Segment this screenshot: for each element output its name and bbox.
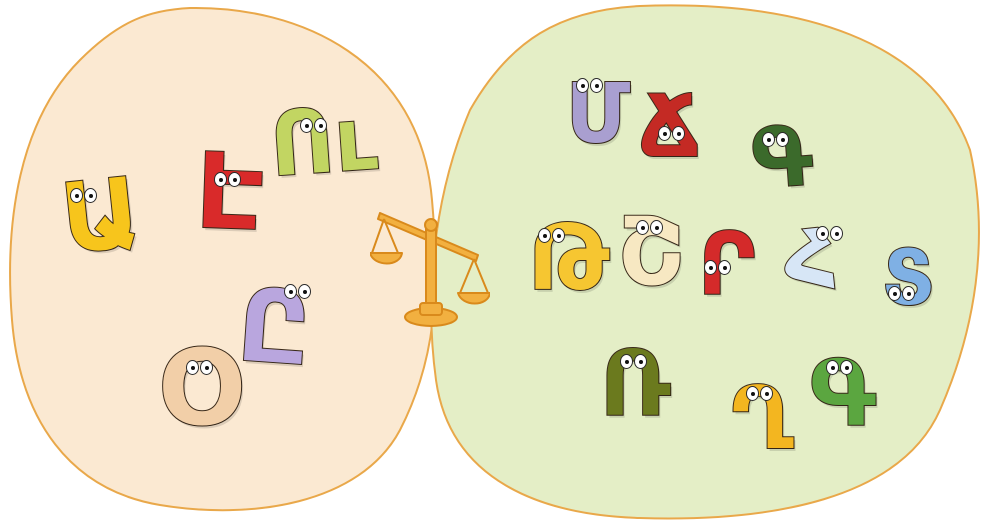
letter-eyes: [636, 220, 663, 235]
letter-eyes: [704, 260, 731, 275]
letter-ayb: Ա: [55, 155, 146, 277]
letter-eyes: [300, 118, 327, 133]
letter-eyes: [746, 386, 773, 401]
letter-eyes: [762, 132, 789, 147]
left-group-blob: [9, 6, 437, 512]
letter-eyes: [826, 360, 853, 375]
letter-eyes: [538, 228, 565, 243]
letter-eyes: [658, 126, 685, 141]
letter-eyes: [186, 360, 213, 375]
letter-eyes: [620, 354, 647, 369]
letter-gim-top: Գ: [748, 108, 816, 209]
letter-eyes: [888, 286, 915, 301]
letter-tyun: Տ: [881, 233, 936, 322]
letter-u: Ու: [266, 85, 381, 197]
letter-eyes: [214, 172, 241, 187]
letter-to: Թ: [527, 206, 610, 311]
letter-e: Է: [193, 129, 267, 255]
letter-o: Օ: [157, 327, 238, 449]
letter-tche: Ճ: [639, 77, 702, 177]
letter-eyes: [284, 284, 311, 299]
balance-scale-icon: [369, 195, 491, 339]
letter-sha: Շ: [617, 198, 686, 307]
letter-eyes: [816, 226, 843, 241]
letter-ra: Ռ: [599, 332, 671, 437]
letter-eyes: [576, 78, 603, 93]
letter-eyes: [70, 188, 97, 203]
